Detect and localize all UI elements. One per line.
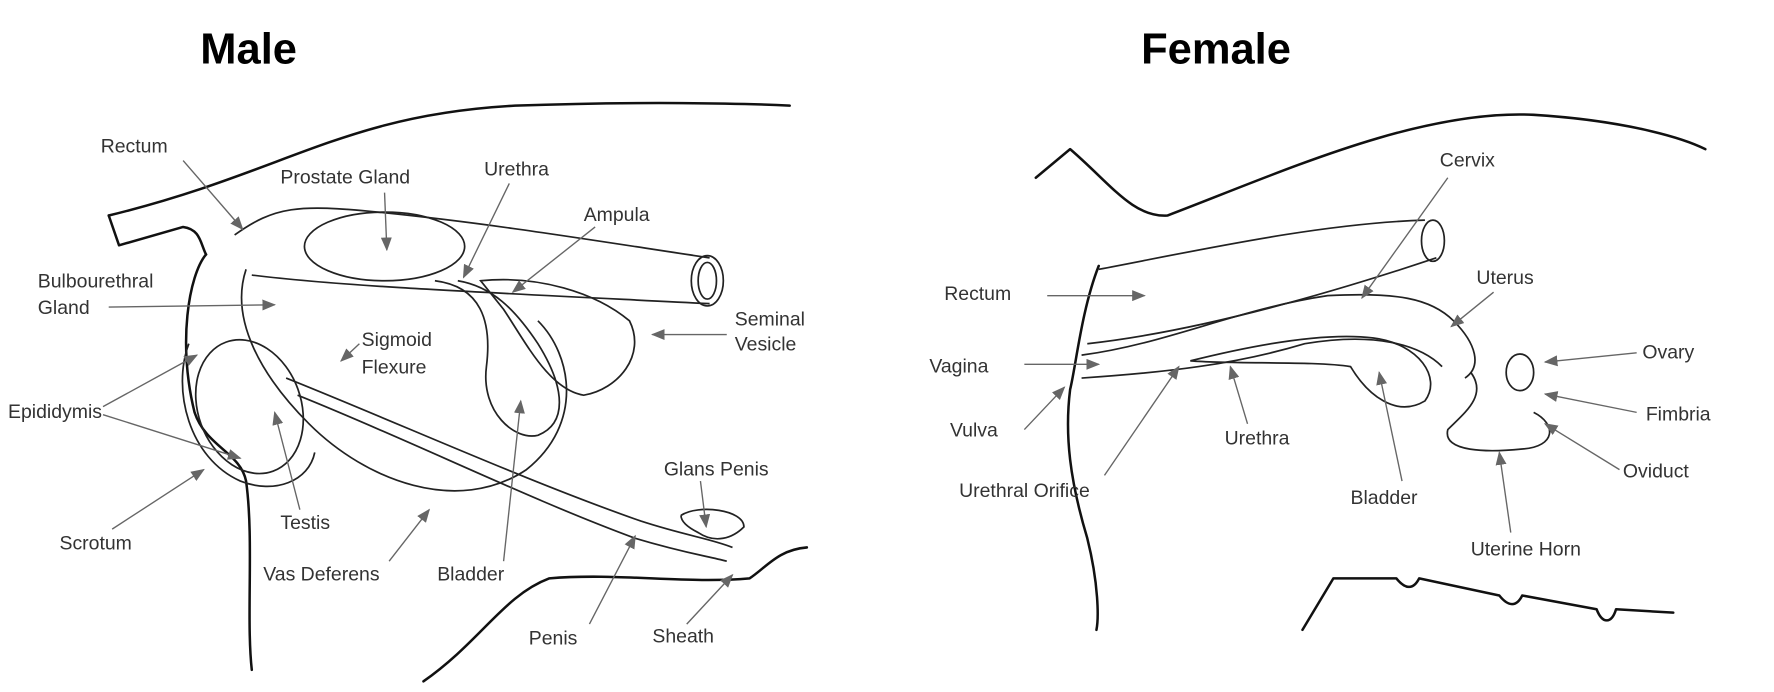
label-uterus: Uterus xyxy=(1476,267,1534,289)
label-seminal-vesicle: Seminal xyxy=(735,308,805,330)
label-oviduct: Oviduct xyxy=(1623,461,1689,483)
label-sigmoid-flexure: Sigmoid xyxy=(362,329,432,351)
female-diagram: Female Cervix Ut xyxy=(929,25,1711,632)
bladder-shape-female xyxy=(1190,335,1432,408)
label-vagina: Vagina xyxy=(929,355,988,377)
label-rectum-female: Rectum xyxy=(944,283,1011,305)
male-belly-outline xyxy=(422,546,809,683)
female-pointer-lines xyxy=(1023,177,1637,533)
label-uterine-horn: Uterine Horn xyxy=(1471,538,1581,560)
female-belly-outline xyxy=(1301,577,1675,632)
label-penis: Penis xyxy=(529,628,578,650)
female-back-outline xyxy=(1034,113,1707,217)
label-bulbourethral-gland-2: Gland xyxy=(38,297,90,319)
label-epididymis: Epididymis xyxy=(8,401,102,423)
male-diagram: Male xyxy=(8,25,809,683)
male-tail-stub xyxy=(107,214,208,256)
female-labels: Cervix Uterus Rectum Ovary Vagina Fimbri… xyxy=(929,149,1710,560)
label-urethra-female: Urethra xyxy=(1225,427,1290,449)
label-vulva: Vulva xyxy=(950,419,998,441)
label-bladder-female: Bladder xyxy=(1351,487,1419,509)
label-ovary: Ovary xyxy=(1642,342,1694,364)
label-rectum: Rectum xyxy=(101,136,168,158)
glans-penis-shape xyxy=(680,508,745,540)
male-rump-outline xyxy=(184,253,254,672)
female-anatomy-drawing xyxy=(1034,113,1707,632)
female-rump-outline xyxy=(1066,264,1100,632)
male-title: Male xyxy=(200,25,297,73)
label-urethra: Urethra xyxy=(484,158,549,180)
scrotum-shape xyxy=(181,343,316,488)
label-glans-penis: Glans Penis xyxy=(664,458,769,480)
rectum-opening xyxy=(690,254,725,307)
label-urethral-orifice: Urethral Orifice xyxy=(959,480,1090,502)
male-labels: Rectum Prostate Gland Urethra Ampula Bul… xyxy=(8,136,805,650)
male-pointer-lines xyxy=(102,160,734,625)
label-cervix: Cervix xyxy=(1440,149,1495,171)
label-testis: Testis xyxy=(280,512,330,534)
male-back-outline xyxy=(107,101,791,217)
uterine-horn-shape xyxy=(1446,371,1551,452)
ovary-shape xyxy=(1505,353,1535,392)
label-bladder: Bladder xyxy=(437,564,505,586)
seminal-vesicle-shape xyxy=(479,278,636,397)
female-rectum xyxy=(1087,219,1437,345)
label-prostate-gland: Prostate Gland xyxy=(280,166,410,188)
prostate-gland-shape xyxy=(303,211,466,282)
label-seminal-vesicle-2: Vesicle xyxy=(735,334,797,356)
testis-shape xyxy=(194,338,305,475)
label-sigmoid-flexure-2: Flexure xyxy=(362,356,427,378)
vas-deferens-loop xyxy=(240,269,568,492)
label-scrotum: Scrotum xyxy=(60,533,132,555)
label-bulbourethral-gland: Bulbourethral xyxy=(38,271,154,293)
label-vas-deferens: Vas Deferens xyxy=(263,564,380,586)
rectum-opening-female xyxy=(1420,219,1446,263)
label-ampula: Ampula xyxy=(584,204,650,226)
label-fimbria: Fimbria xyxy=(1646,403,1711,425)
female-title: Female xyxy=(1141,25,1291,73)
male-anatomy-drawing xyxy=(107,101,809,683)
label-sheath: Sheath xyxy=(652,625,714,647)
male-rectum xyxy=(234,207,710,305)
bladder-shape xyxy=(434,279,561,437)
penis-shaft xyxy=(285,377,733,563)
